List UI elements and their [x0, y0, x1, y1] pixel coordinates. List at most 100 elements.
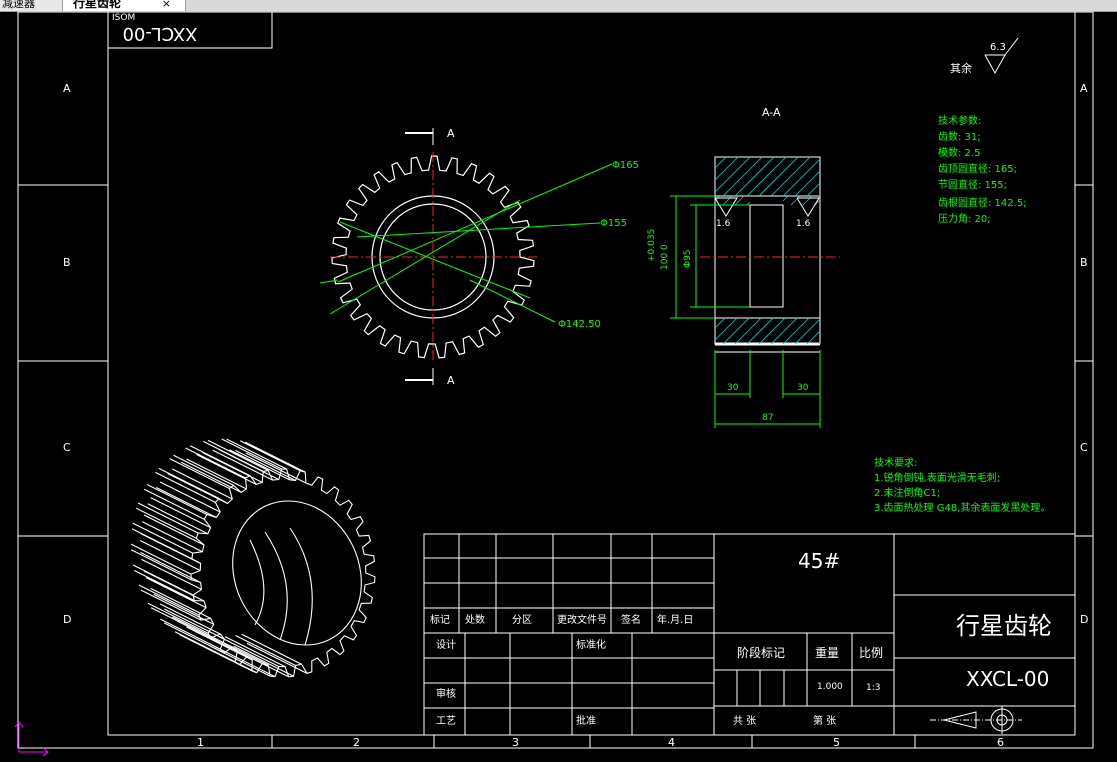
section-title: A-A	[762, 106, 781, 119]
rev-header: 年.月.日	[657, 613, 693, 626]
dim-width-left: 30	[727, 383, 739, 393]
row-label-right: D	[1080, 613, 1088, 626]
gear-dimensions	[319, 163, 613, 323]
dim-tolerance: +0.035	[647, 229, 657, 262]
gear-dimension-labels: Φ165 Φ155 Φ142.50	[558, 160, 639, 330]
ucs-axis-icon	[14, 721, 49, 757]
tech-param-line: 模数: 2.5	[938, 146, 980, 159]
gear-front-view: A A	[330, 127, 537, 387]
tech-param-line: 齿数: 31;	[938, 130, 981, 143]
tech-req-line: 3.齿面热处理 G48,其余表面发黑处理。	[874, 501, 1050, 514]
hatch-line	[794, 318, 821, 345]
row-label-right: B	[1080, 256, 1088, 269]
close-icon[interactable]: ×	[161, 0, 171, 10]
hatch-line	[806, 330, 821, 345]
tab-label: 减速器	[2, 0, 35, 10]
tech-params: 技术参数: 齿数: 31; 模数: 2.5 齿顶圆直径: 165; 节圆直径: …	[938, 114, 1027, 225]
hatch-line	[714, 156, 727, 169]
section-mark-top: A	[447, 127, 455, 140]
row-label-right: A	[1080, 82, 1088, 95]
roughness-symbol: 其余 6.3	[950, 37, 1019, 75]
col-label: 2	[353, 736, 360, 749]
hatch-line	[794, 170, 821, 197]
hatch-line	[714, 156, 751, 193]
dim-bore: Φ95	[683, 249, 693, 268]
tech-req-line: 2.未注倒角C1;	[874, 486, 940, 499]
drawing-code-box: XXCL-00	[122, 23, 197, 44]
hatch-line	[722, 156, 763, 197]
hatch-line	[714, 156, 739, 181]
hatch-line	[714, 317, 738, 341]
ra-left: 1.6	[716, 219, 731, 229]
review-label: 审核	[436, 687, 456, 700]
title-block-text: 标记 处数 分区 更改文件号 签名 年.月.日 设计 标准化 审核 工艺 批准 …	[430, 549, 1052, 727]
part-name: 行星齿轮	[956, 612, 1052, 640]
row-label-right: C	[1080, 441, 1088, 454]
dim-total-width: 87	[762, 413, 773, 423]
gear-isometric-view	[130, 438, 376, 678]
col-label: 1	[197, 736, 204, 749]
scale-value: 1:3	[866, 683, 880, 693]
col-label: 3	[512, 736, 519, 749]
dim-d142: Φ142.50	[558, 319, 601, 330]
rev-header: 更改文件号	[557, 613, 607, 626]
hatch-line	[782, 158, 821, 197]
hatch-line	[734, 195, 745, 206]
hatch-line	[722, 317, 750, 345]
ra-right: 1.6	[796, 219, 811, 229]
design-label: 设计	[436, 638, 456, 651]
stage-label: 阶段标记	[737, 645, 785, 660]
hatch-line	[746, 317, 774, 345]
hatch-line	[734, 156, 775, 197]
roughness-value: 6.3	[990, 42, 1006, 53]
rev-header: 标记	[430, 614, 450, 626]
section-view: A-A 1.6 1.6	[700, 106, 840, 353]
hatch-line	[770, 317, 798, 345]
hatch-line	[818, 342, 821, 345]
hatch-line	[806, 182, 821, 197]
hatch-line	[758, 317, 786, 345]
title-block	[423, 533, 1076, 736]
tech-req-title: 技术要求:	[874, 456, 917, 469]
hatch-line	[714, 317, 726, 329]
tab-planet-gear[interactable]: 行星齿轮×	[62, 0, 186, 11]
section-mark-bottom: A	[447, 374, 455, 387]
section-dimensions	[670, 195, 821, 428]
sheets-total: 共 张	[733, 715, 756, 727]
sheet-number: 第 张	[813, 714, 836, 727]
col-label: 6	[997, 736, 1004, 749]
roughness-label: 其余	[950, 61, 972, 75]
hatch-line	[782, 317, 810, 345]
weight-value: 1.000	[817, 682, 843, 692]
part-code: XXCL-00	[966, 667, 1049, 691]
dim-d155: Φ155	[600, 218, 627, 229]
hatch-line	[722, 195, 733, 206]
standard-label: 标准化	[576, 638, 606, 651]
rev-header: 处数	[465, 613, 485, 626]
tech-param-line: 节圆直径: 155;	[938, 178, 1007, 191]
hatch-line	[746, 156, 787, 197]
hatch-line	[758, 156, 799, 197]
tech-params-title: 技术参数:	[938, 114, 981, 127]
tab-reducer[interactable]: 减速器	[0, 0, 64, 11]
hatch-line	[782, 195, 789, 202]
tech-req-line: 1.锐角倒钝,表面光滑无毛刺;	[874, 471, 1000, 484]
hatch-line	[814, 199, 821, 206]
row-label-left: C	[63, 441, 71, 454]
tech-param-line: 齿顶圆直径: 165;	[938, 162, 1017, 175]
section-dimension-labels: +0.035 100 0 Φ95 30 30 87	[647, 229, 809, 423]
col-label: 4	[668, 736, 675, 749]
tech-requirements: 技术要求: 1.锐角倒钝,表面光滑无毛刺; 2.未注倒角C1; 3.齿面热处理 …	[874, 456, 1050, 514]
scale-label: 比例	[859, 646, 883, 660]
row-label-left: A	[63, 82, 71, 95]
tech-param-line: 压力角: 20;	[938, 212, 991, 225]
dim-tolerance-lower: 100 0	[660, 244, 670, 270]
rev-header: 分区	[512, 614, 532, 626]
process-label: 工艺	[436, 715, 456, 727]
weight-label: 重量	[815, 646, 839, 660]
rev-header: 签名	[621, 613, 641, 626]
row-label-left: B	[63, 256, 71, 269]
material-label: 45#	[798, 549, 840, 573]
approve-label: 批准	[576, 714, 596, 727]
